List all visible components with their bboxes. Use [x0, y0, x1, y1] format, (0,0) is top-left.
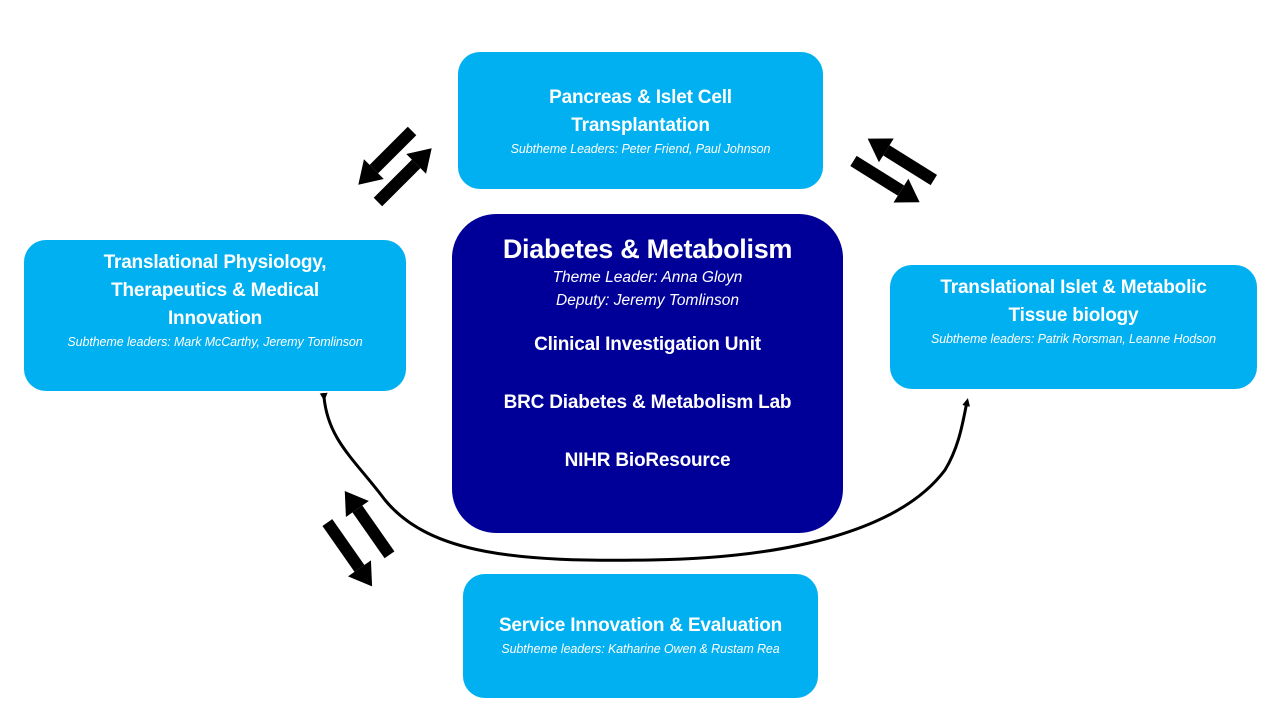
- subtheme-islet-metabolic-tissue: Translational Islet & Metabolic Tissue b…: [890, 265, 1257, 389]
- arrow-toward-bottom-icon: [322, 519, 373, 587]
- subtheme-title: Therapeutics & Medical: [111, 280, 319, 301]
- subtheme-title: Transplantation: [571, 115, 710, 136]
- subtheme-title: Pancreas & Islet Cell: [549, 87, 732, 108]
- subtheme-service-innovation: Service Innovation & Evaluation Subtheme…: [463, 574, 818, 698]
- subtheme-translational-physiology: Translational Physiology, Therapeutics &…: [24, 240, 406, 391]
- subtheme-leaders: Subtheme leaders: Katharine Owen & Rusta…: [501, 642, 780, 656]
- unit-brc-lab: BRC Diabetes & Metabolism Lab: [503, 392, 792, 413]
- theme-diabetes-metabolism: Diabetes & Metabolism Theme Leader: Anna…: [452, 214, 843, 533]
- arrow-pair-left-bottom: [322, 490, 395, 587]
- arrow-pair-top-left: [358, 126, 432, 207]
- subtheme-pancreas-islet: Pancreas & Islet Cell Transplantation Su…: [458, 52, 823, 189]
- subtheme-title: Service Innovation & Evaluation: [498, 615, 783, 636]
- subtheme-leaders: Subtheme Leaders: Peter Friend, Paul Joh…: [510, 142, 771, 156]
- arrow-pair-top-right: [850, 138, 938, 203]
- arrow-toward-top-icon: [867, 138, 938, 186]
- unit-clinical-investigation: Clinical Investigation Unit: [534, 334, 761, 355]
- arrow-toward-top-icon: [373, 148, 432, 207]
- subtheme-title: Tissue biology: [1008, 305, 1139, 326]
- theme-title: Diabetes & Metabolism: [502, 234, 793, 264]
- arrow-toward-right-icon: [850, 155, 920, 203]
- unit-nihr-bioresource: NIHR BioResource: [564, 450, 731, 471]
- subtheme-leaders: Subtheme leaders: Patrik Rorsman, Leanne…: [930, 332, 1217, 346]
- subtheme-title: Translational Physiology,: [103, 252, 327, 273]
- arrow-toward-left-icon: [344, 490, 395, 559]
- subtheme-title: Innovation: [167, 308, 263, 329]
- subtheme-title: Translational Islet & Metabolic: [940, 277, 1207, 298]
- arrow-toward-left-icon: [358, 126, 417, 185]
- theme-deputy: Deputy: Jeremy Tomlinson: [556, 292, 739, 309]
- subtheme-leaders: Subtheme leaders: Mark McCarthy, Jeremy …: [67, 335, 363, 349]
- theme-leader: Theme Leader: Anna Gloyn: [552, 269, 743, 286]
